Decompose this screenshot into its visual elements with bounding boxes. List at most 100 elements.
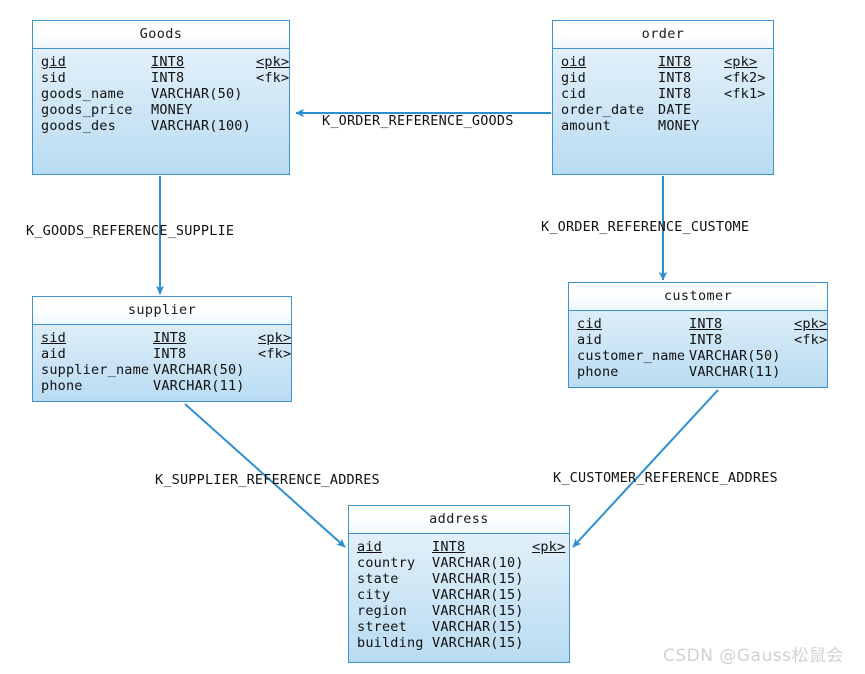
attribute-name: goods_price xyxy=(41,101,133,118)
attribute-key-marker xyxy=(794,348,837,364)
attribute-name: cid xyxy=(577,315,602,332)
attribute-row: country VARCHAR(10) xyxy=(357,555,561,571)
attribute-key-marker xyxy=(258,362,301,378)
attribute-type: VARCHAR(10) xyxy=(432,554,524,571)
attribute-name: goods_des xyxy=(41,117,116,134)
attribute-type: VARCHAR(50) xyxy=(151,85,243,102)
attribute-key-marker: <fk1> xyxy=(724,85,766,102)
attribute-row: aid INT8 <fk> xyxy=(577,331,827,348)
attribute-name: gid xyxy=(41,53,66,70)
relationship-label: K_ORDER_REFERENCE_GOODS xyxy=(322,113,514,129)
entity-title: Goods xyxy=(33,21,289,49)
attribute-row: building VARCHAR(15) xyxy=(357,635,561,651)
attribute-key-marker: <pk> xyxy=(724,53,758,70)
attribute-name: region xyxy=(357,602,407,619)
attribute-name: oid xyxy=(561,53,586,70)
attribute-name: street xyxy=(357,618,407,635)
attribute-name: sid xyxy=(41,329,66,346)
attribute-row: phone VARCHAR(11) xyxy=(577,364,819,380)
attribute-name: supplier_name xyxy=(41,361,150,378)
attribute-type: VARCHAR(11) xyxy=(689,363,781,380)
attribute-type: VARCHAR(50) xyxy=(689,347,781,364)
attribute-key-marker xyxy=(532,555,575,571)
attribute-type: INT8 xyxy=(658,69,692,86)
attribute-type: VARCHAR(15) xyxy=(432,586,524,603)
attribute-name: building xyxy=(357,634,424,651)
attribute-name: aid xyxy=(357,538,382,555)
attribute-key-marker xyxy=(532,571,575,587)
attribute-type: INT8 xyxy=(658,53,692,70)
attribute-name: order_date xyxy=(561,101,645,118)
attribute-type: INT8 xyxy=(151,53,185,70)
attribute-name: phone xyxy=(577,363,619,380)
attribute-key-marker: <fk> xyxy=(258,345,292,362)
attribute-key-marker xyxy=(532,587,575,603)
attribute-key-marker xyxy=(258,378,301,394)
attribute-key-marker xyxy=(532,619,575,635)
relationship-label: K_SUPPLIER_REFERENCE_ADDRES xyxy=(155,472,380,488)
attribute-key-marker: <pk> xyxy=(532,538,566,555)
attribute-row: city VARCHAR(15) xyxy=(357,587,561,603)
relationship-label: K_GOODS_REFERENCE_SUPPLIE xyxy=(26,223,235,239)
attribute-key-marker xyxy=(532,635,575,651)
entity-title: order xyxy=(553,21,773,49)
attribute-type: DATE xyxy=(658,101,692,118)
attribute-name: customer_name xyxy=(577,347,686,364)
attribute-name: city xyxy=(357,586,391,603)
attribute-type: VARCHAR(50) xyxy=(153,361,245,378)
attribute-name: country xyxy=(357,554,416,571)
attribute-name: cid xyxy=(561,85,586,102)
attribute-row: goods_price MONEY xyxy=(41,102,281,118)
attribute-name: gid xyxy=(561,69,586,86)
attribute-key-marker xyxy=(724,118,767,134)
attribute-type: INT8 xyxy=(689,331,723,348)
entity-title: address xyxy=(349,506,569,534)
attribute-type: VARCHAR(11) xyxy=(153,377,245,394)
edge-customer-to-address xyxy=(572,389,719,548)
attribute-type: INT8 xyxy=(153,345,187,362)
attribute-type: INT8 xyxy=(689,315,723,332)
attribute-type: MONEY xyxy=(151,101,193,118)
attribute-row: oid INT8 <pk> xyxy=(561,54,765,70)
attribute-row: gid INT8 <fk2> xyxy=(561,70,765,86)
relationship-label: K_CUSTOMER_REFERENCE_ADDRES xyxy=(553,470,778,486)
relationship-label: K_ORDER_REFERENCE_CUSTOME xyxy=(541,219,750,235)
attribute-type: INT8 xyxy=(658,85,692,102)
attribute-type: VARCHAR(15) xyxy=(432,634,524,651)
attribute-key-marker: <fk> xyxy=(794,331,828,348)
attribute-key-marker: <fk2> xyxy=(724,69,766,86)
attribute-name: aid xyxy=(41,345,66,362)
attribute-name: sid xyxy=(41,69,66,86)
attribute-row: region VARCHAR(15) xyxy=(357,603,561,619)
attribute-type: VARCHAR(15) xyxy=(432,570,524,587)
entity-title: customer xyxy=(569,283,827,311)
attribute-row: phone VARCHAR(11) xyxy=(41,378,283,394)
attribute-key-marker xyxy=(256,118,299,134)
attribute-name: phone xyxy=(41,377,83,394)
entity-title: supplier xyxy=(33,297,291,325)
attribute-row: cid INT8 <fk1> xyxy=(561,86,765,102)
watermark: CSDN @Gauss松鼠会 xyxy=(663,646,844,666)
attribute-name: aid xyxy=(577,331,602,348)
attribute-type: VARCHAR(15) xyxy=(432,602,524,619)
attribute-type: INT8 xyxy=(151,69,185,86)
attribute-type: INT8 xyxy=(153,329,187,346)
